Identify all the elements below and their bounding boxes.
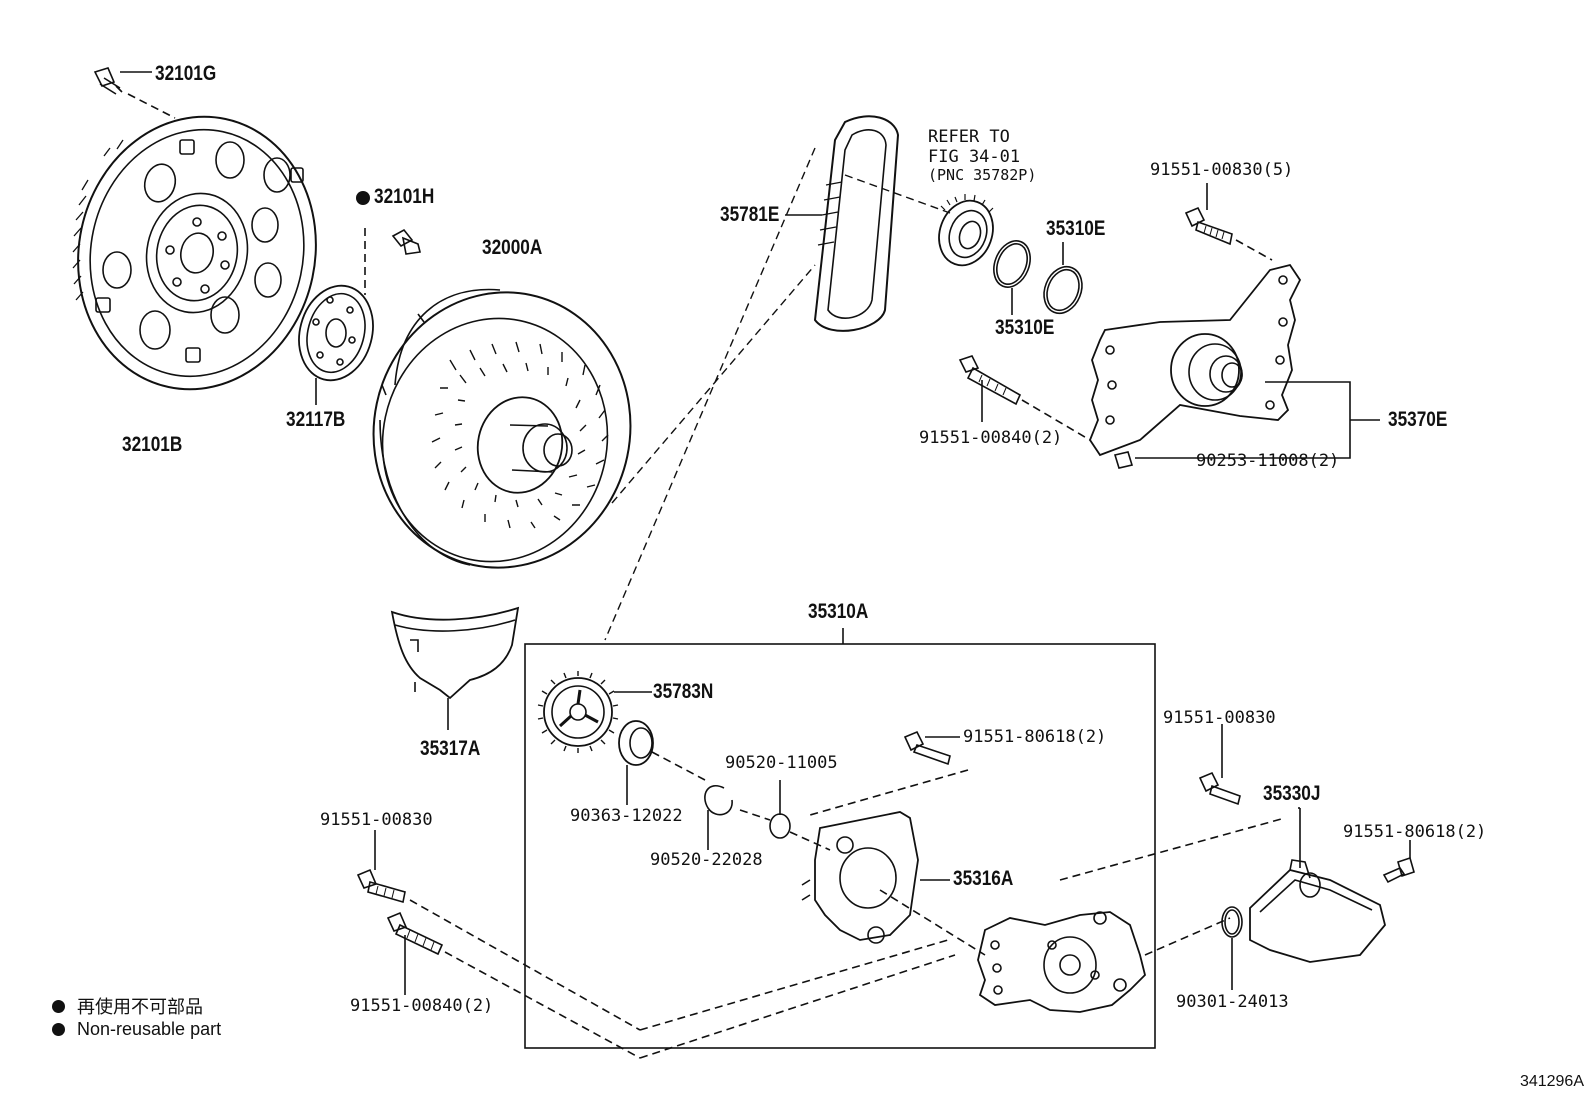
label-35310e-bottom: 35310E [995,316,1055,339]
label-91551-00840-2-bottom: 91551-00840(2) [350,996,494,1016]
figure-id: 341296A [1519,1073,1584,1090]
seal-rings-35310e [993,240,1083,315]
label-91551-00830-5: 91551-00830(5) [1150,160,1294,180]
label-91551-00830-left: 91551-00830 [320,810,433,830]
label-35316a: 35316A [953,867,1014,890]
label-35781e: 35781E [720,203,780,226]
torque-converter-32000a [372,288,632,569]
legend-line-japanese: 再使用不可部品 [52,993,203,1019]
label-90253-11008-2: 90253-11008(2) [1196,451,1340,471]
drive-plate-32101b [72,115,317,391]
label-32101b: 32101B [122,433,183,456]
label-32000a: 32000A [482,236,543,259]
label-91551-00830-right: 91551-00830 [1163,708,1276,728]
legend-dot-2 [52,1023,65,1036]
refer-to-line-2: FIG 34-01 [928,147,1021,167]
label-90301-24013: 90301-24013 [1176,992,1289,1012]
oil-pump-body [879,817,1286,1013]
legend-line-english: Non-reusable part [52,1019,221,1040]
label-90520-11005: 90520-11005 [725,753,838,773]
assembly-dashed-lines [604,147,951,641]
label-35370e: 35370E [1388,408,1448,431]
bolt-91551-80618-2-mid [809,730,969,816]
pump-cover-35370e [1088,263,1380,469]
oil-strainer-35330j [1249,807,1386,963]
spacer-plate-32117b [298,284,374,405]
driven-sprocket [938,194,994,267]
o-ring-90301-24013 [1221,906,1243,990]
label-32101h: 32101H [374,185,435,208]
bolt-91551-80618-2-right [1382,840,1415,884]
label-91551-80618-2-mid: 91551-80618(2) [963,727,1107,747]
oil-pump-assembly-box-35310a [524,643,1156,1049]
bearing-90363-12022 [618,720,706,805]
legend-text-english: Non-reusable part [77,1019,222,1039]
drive-chain-35781e [785,115,900,332]
label-35317a: 35317A [420,737,481,760]
sprocket-35783n [537,671,652,753]
bolt-91551-00840-2-top [958,355,1091,441]
label-32101g: 32101G [155,62,217,85]
label-32117b: 32117B [286,408,346,431]
cover-35317a [390,606,520,730]
bolt-91551-00830-right [1198,724,1241,806]
snap-ring-90520-22028 [704,785,733,850]
bolt-32101h [364,228,421,295]
label-35330j: 35330J [1263,782,1321,805]
bolt-91551-00830-5 [1184,183,1273,261]
legend-dot-1 [52,999,65,1013]
snap-ring-90520-11005 [739,780,831,851]
label-91551-00840-2-top: 91551-00840(2) [919,428,1063,448]
label-35310e-top: 35310E [1046,217,1106,240]
label-90520-22028: 90520-22028 [650,850,763,870]
refer-to-line-3: (PNC 35782P) [928,166,1037,184]
label-90363-12022: 90363-12022 [570,806,683,826]
legend-text-japanese: 再使用不可部品 [77,997,203,1017]
pump-body-35316a [801,811,950,944]
bolt-91551-00830-left [356,830,641,1031]
non-reusable-marker-dot [356,190,370,210]
label-91551-80618-2-right: 91551-80618(2) [1343,822,1487,842]
refer-to-line-1: REFER TO [928,127,1010,147]
bolt-91551-00840-2-bottom [386,911,956,1059]
label-35783n: 35783N [653,680,714,703]
label-35310a: 35310A [808,600,869,623]
bolt-32101g [93,67,176,119]
